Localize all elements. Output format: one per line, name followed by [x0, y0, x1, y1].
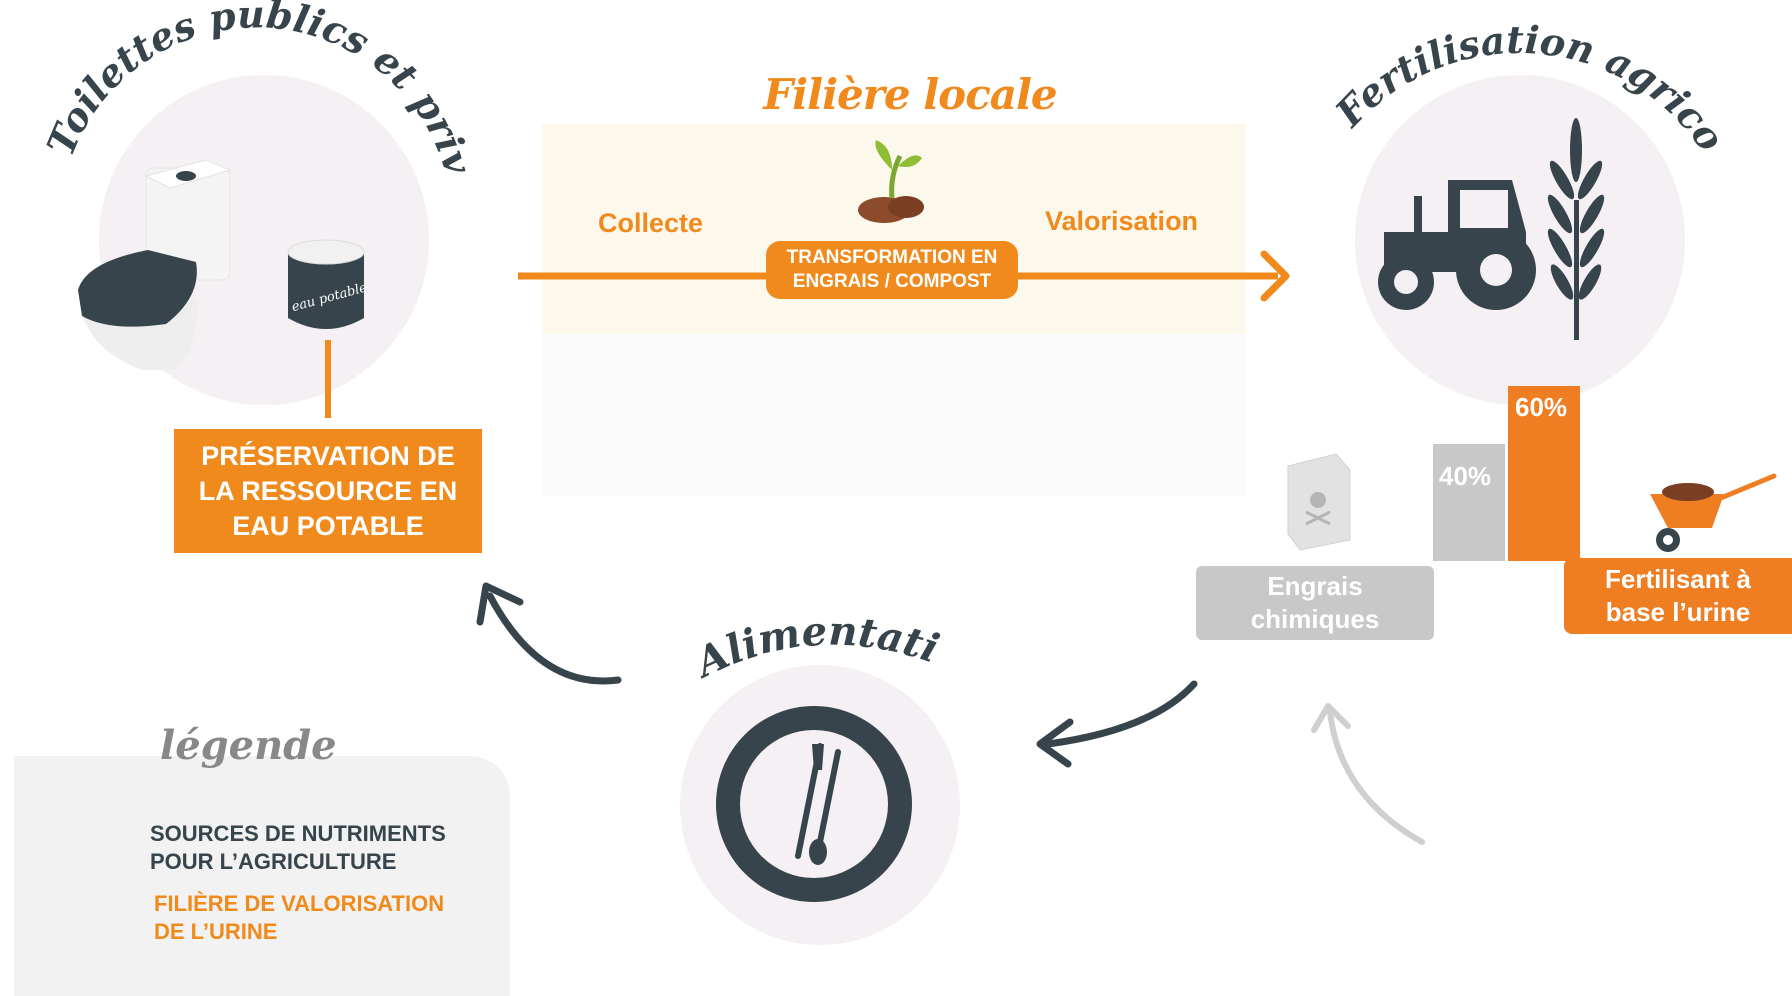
- transformation-box: TRANSFORMATION EN ENGRAIS / COMPOST: [766, 241, 1018, 299]
- urine-percent-label: 60%: [1515, 392, 1568, 422]
- arrow-to-toilets-icon: [486, 592, 622, 685]
- flow-arrowhead-icon: [1260, 250, 1290, 302]
- filiere-title: Filière locale: [763, 70, 1057, 119]
- toilet-icon: [78, 159, 232, 370]
- urine-line1: Fertilisant à: [1605, 564, 1751, 594]
- grey-arrow-icon: [1327, 709, 1425, 845]
- tractor-icon: [1378, 180, 1536, 310]
- plate-icon: [716, 706, 912, 902]
- preservation-line2: LA RESSOURCE EN: [198, 475, 458, 506]
- legend-item2-line2: DE L’URINE: [154, 919, 278, 944]
- wheat-icon: [1547, 118, 1605, 340]
- legend-item1-line2: POUR L’AGRICULTURE: [150, 849, 397, 874]
- valorisation-label: Valorisation: [1045, 206, 1199, 236]
- arrow-to-alimentation-icon: [1044, 680, 1198, 748]
- transformation-line2: ENGRAIS / COMPOST: [792, 271, 992, 292]
- legend-item-nutrients: SOURCES DE NUTRIMENTS POUR L’AGRICULTURE: [150, 820, 446, 876]
- collecte-label: Collecte: [598, 208, 704, 238]
- svg-text:eau potable: eau potable: [290, 280, 369, 315]
- transformation-line1: TRANSFORMATION EN: [786, 247, 998, 268]
- svg-text:Toilettes publics et privés: Toilettes publics et privés: [0, 0, 481, 180]
- engrais-percent-label: 40%: [1439, 461, 1492, 491]
- wheelbarrow-icon: [1650, 473, 1777, 552]
- engrais-line1: Engrais: [1267, 571, 1363, 601]
- water-tank-icon: [287, 239, 365, 329]
- filiere-background: [542, 124, 1246, 334]
- filiere-background-lower: [542, 334, 1246, 496]
- engrais-line2: chimiques: [1250, 604, 1380, 634]
- chemical-bag-icon: [1287, 453, 1351, 551]
- toilets-title-text: Toilettes publics et privés: [0, 0, 481, 180]
- preservation-line3: EAU POTABLE: [232, 510, 424, 541]
- eau-potable-label: eau potable: [290, 280, 369, 315]
- legend-title: légende: [160, 722, 337, 769]
- bar-fertilisant-urine: [1508, 386, 1580, 561]
- engrais-chimiques-label: Engrais chimiques: [1196, 566, 1434, 640]
- urine-line2: base l’urine: [1605, 597, 1751, 627]
- preservation-line1: PRÉSERVATION DE: [201, 440, 455, 471]
- legend-item-urine: FILIÈRE DE VALORISATION DE L’URINE: [154, 890, 444, 946]
- fertilisant-urine-label: Fertilisant à base l’urine: [1564, 558, 1792, 634]
- bar-engrais-chimiques: [1433, 444, 1505, 561]
- legend-panel: [14, 756, 510, 996]
- legend-item2-line1: FILIÈRE DE VALORISATION: [154, 891, 445, 916]
- legend-item1-line1: SOURCES DE NUTRIMENTS: [150, 821, 446, 846]
- preservation-box: PRÉSERVATION DE LA RESSOURCE EN EAU POTA…: [174, 429, 482, 553]
- sprout-icon: [858, 140, 924, 223]
